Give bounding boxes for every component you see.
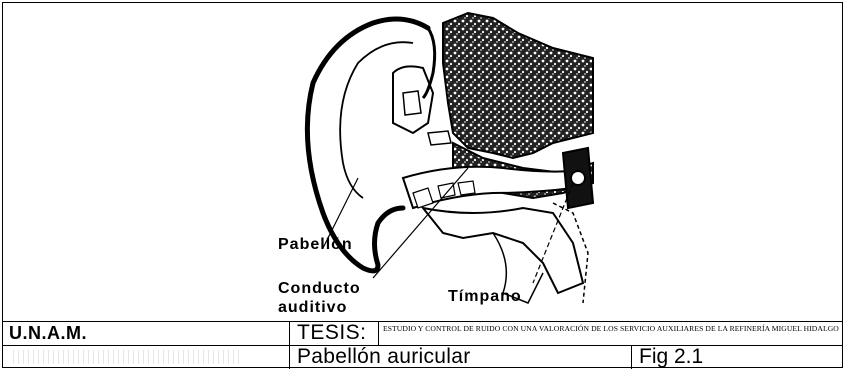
divider bbox=[631, 346, 632, 369]
temporal-bone bbox=[443, 13, 593, 158]
scan-noise bbox=[13, 350, 243, 364]
divider bbox=[289, 322, 290, 346]
thesis-title: ESTUDIO Y CONTROL DE RUIDO CON UNA VALOR… bbox=[383, 324, 841, 333]
footer-row-bottom: Pabellón auricular Fig 2.1 bbox=[3, 346, 842, 369]
figure-number: Fig 2.1 bbox=[639, 345, 703, 369]
institution-name: U.N.A.M. bbox=[9, 323, 87, 344]
pinna-label: Pabellón bbox=[278, 236, 353, 254]
pinna-outline bbox=[307, 19, 428, 271]
figure-caption: Pabellón auricular bbox=[297, 345, 471, 369]
footer-row-top: U.N.A.M. TESIS: ESTUDIO Y CONTROL DE RUI… bbox=[3, 322, 842, 346]
ear-figure-area: Pabellón Conducto auditivo Tímpano bbox=[3, 3, 842, 322]
ear-anatomy-drawing bbox=[253, 3, 598, 321]
doc-type-label: TESIS: bbox=[297, 321, 367, 345]
eardrum-label: Tímpano bbox=[448, 288, 522, 306]
ear-canal-label-line2: auditivo bbox=[278, 299, 347, 317]
ear-canal-label-line1: Conducto bbox=[278, 280, 361, 298]
divider bbox=[378, 322, 379, 346]
divider bbox=[289, 346, 290, 369]
